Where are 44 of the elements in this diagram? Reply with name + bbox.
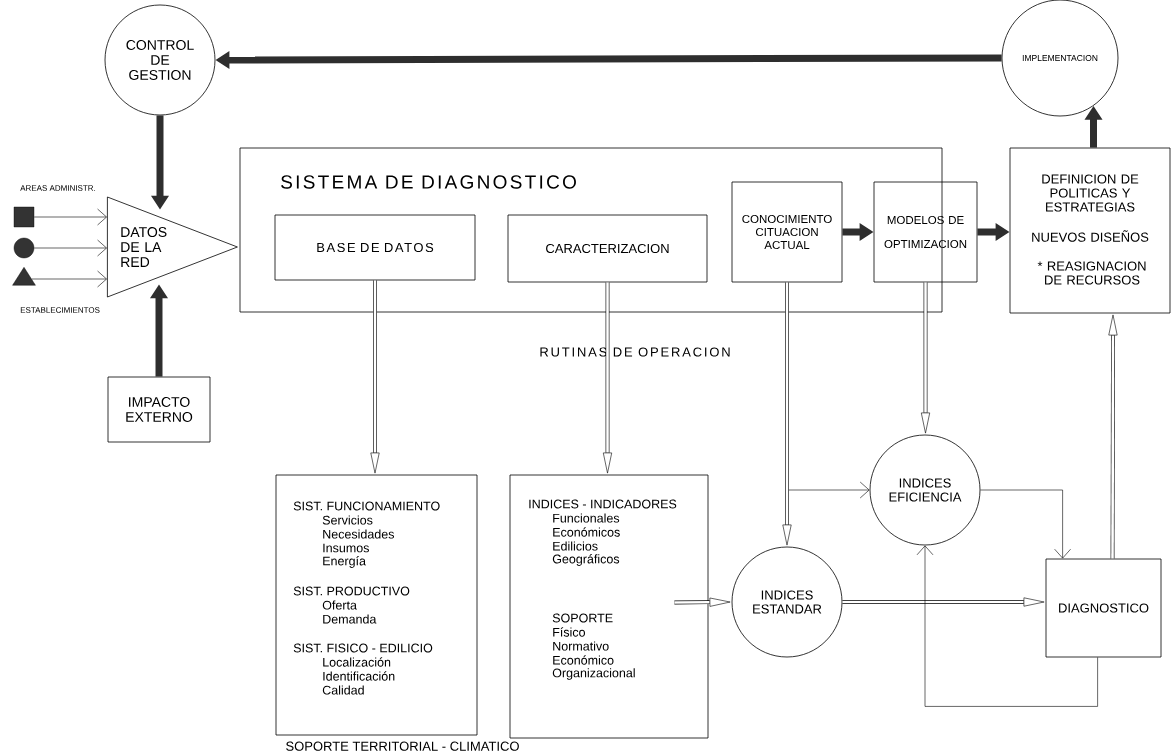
node-label: Oferta bbox=[322, 600, 357, 610]
triangle-symbol bbox=[12, 267, 36, 286]
process-box: CARACTERIZACION bbox=[507, 214, 708, 283]
node-label: SIST. PRODUCTIVO bbox=[293, 586, 410, 596]
hollow-arrow bbox=[921, 282, 931, 434]
process-box: DEFINICION DE POLITICAS Y ESTRATEGIAS NUEVOS DISEÑOS * REASIGNACION DE RECURSOS bbox=[1009, 147, 1171, 314]
process-box: MODELOS DE OPTIMIZACION bbox=[873, 181, 978, 283]
symbol-label: ESTABLECIMIENTOS bbox=[20, 307, 100, 313]
hollow-arrow bbox=[603, 282, 612, 474]
hollow-arrow bbox=[674, 597, 731, 607]
node-label: Servicios bbox=[322, 515, 373, 525]
list-box: SIST. FUNCIONAMIENTO Servicios Necesidades Insumos Energía SIST. PRODUCTIVO Oferta Demanda SIST. FISICO - EDILICIO Localización Identificación Calidad bbox=[275, 474, 478, 736]
symbol-label: AREAS ADMINISTR. bbox=[20, 185, 96, 191]
circle-node: INDICES EFICIENCIA bbox=[869, 434, 981, 546]
arrow bbox=[916, 545, 1098, 707]
node-label: Energía bbox=[323, 556, 366, 568]
node-label: Localización bbox=[323, 657, 391, 667]
circle-node: INDICES ESTANDAR bbox=[731, 546, 843, 658]
arrow bbox=[980, 489, 1071, 559]
list-box: INDICES - INDICADORES Funcionales Económicos Edilicios Geográficos SOPORTE Físico Normativo Económico Organizacional bbox=[509, 474, 709, 739]
hollow-arrow bbox=[842, 597, 1045, 607]
node-label: Calidad bbox=[322, 685, 364, 695]
circle-node: CONTROL DE GESTION bbox=[104, 4, 216, 116]
node-label: SIST. FUNCIONAMIENTO bbox=[293, 501, 440, 511]
node-label: Demanda bbox=[323, 614, 377, 624]
process-box: DIAGNOSTICO bbox=[1045, 558, 1162, 658]
node-label: Necesidades bbox=[323, 529, 395, 539]
hollow-arrow bbox=[1108, 314, 1118, 559]
circle-symbol bbox=[13, 237, 35, 259]
process-box: CONOCIMIENTO CITUACION ACTUAL bbox=[731, 181, 843, 283]
node-label: Insumos bbox=[323, 543, 369, 553]
square-symbol bbox=[13, 206, 35, 228]
arrow bbox=[31, 270, 107, 288]
arrow bbox=[33, 239, 107, 257]
node-label: SIST. FISICO - EDILICIO bbox=[293, 643, 433, 653]
hollow-arrow bbox=[782, 282, 792, 546]
section-label: RUTINAS DE OPERACION bbox=[537, 345, 733, 359]
process-box: IMPACTO EXTERNO bbox=[107, 376, 211, 443]
hollow-arrow bbox=[370, 280, 380, 474]
node-label: Identificación bbox=[323, 671, 395, 681]
box-label: SOPORTE TERRITORIAL - CLIMATICO bbox=[286, 741, 519, 751]
process-box: BASE DE DATOS bbox=[274, 214, 476, 281]
arrow bbox=[33, 208, 107, 226]
triangle-node: DATOS DE LA RED bbox=[107, 196, 238, 298]
